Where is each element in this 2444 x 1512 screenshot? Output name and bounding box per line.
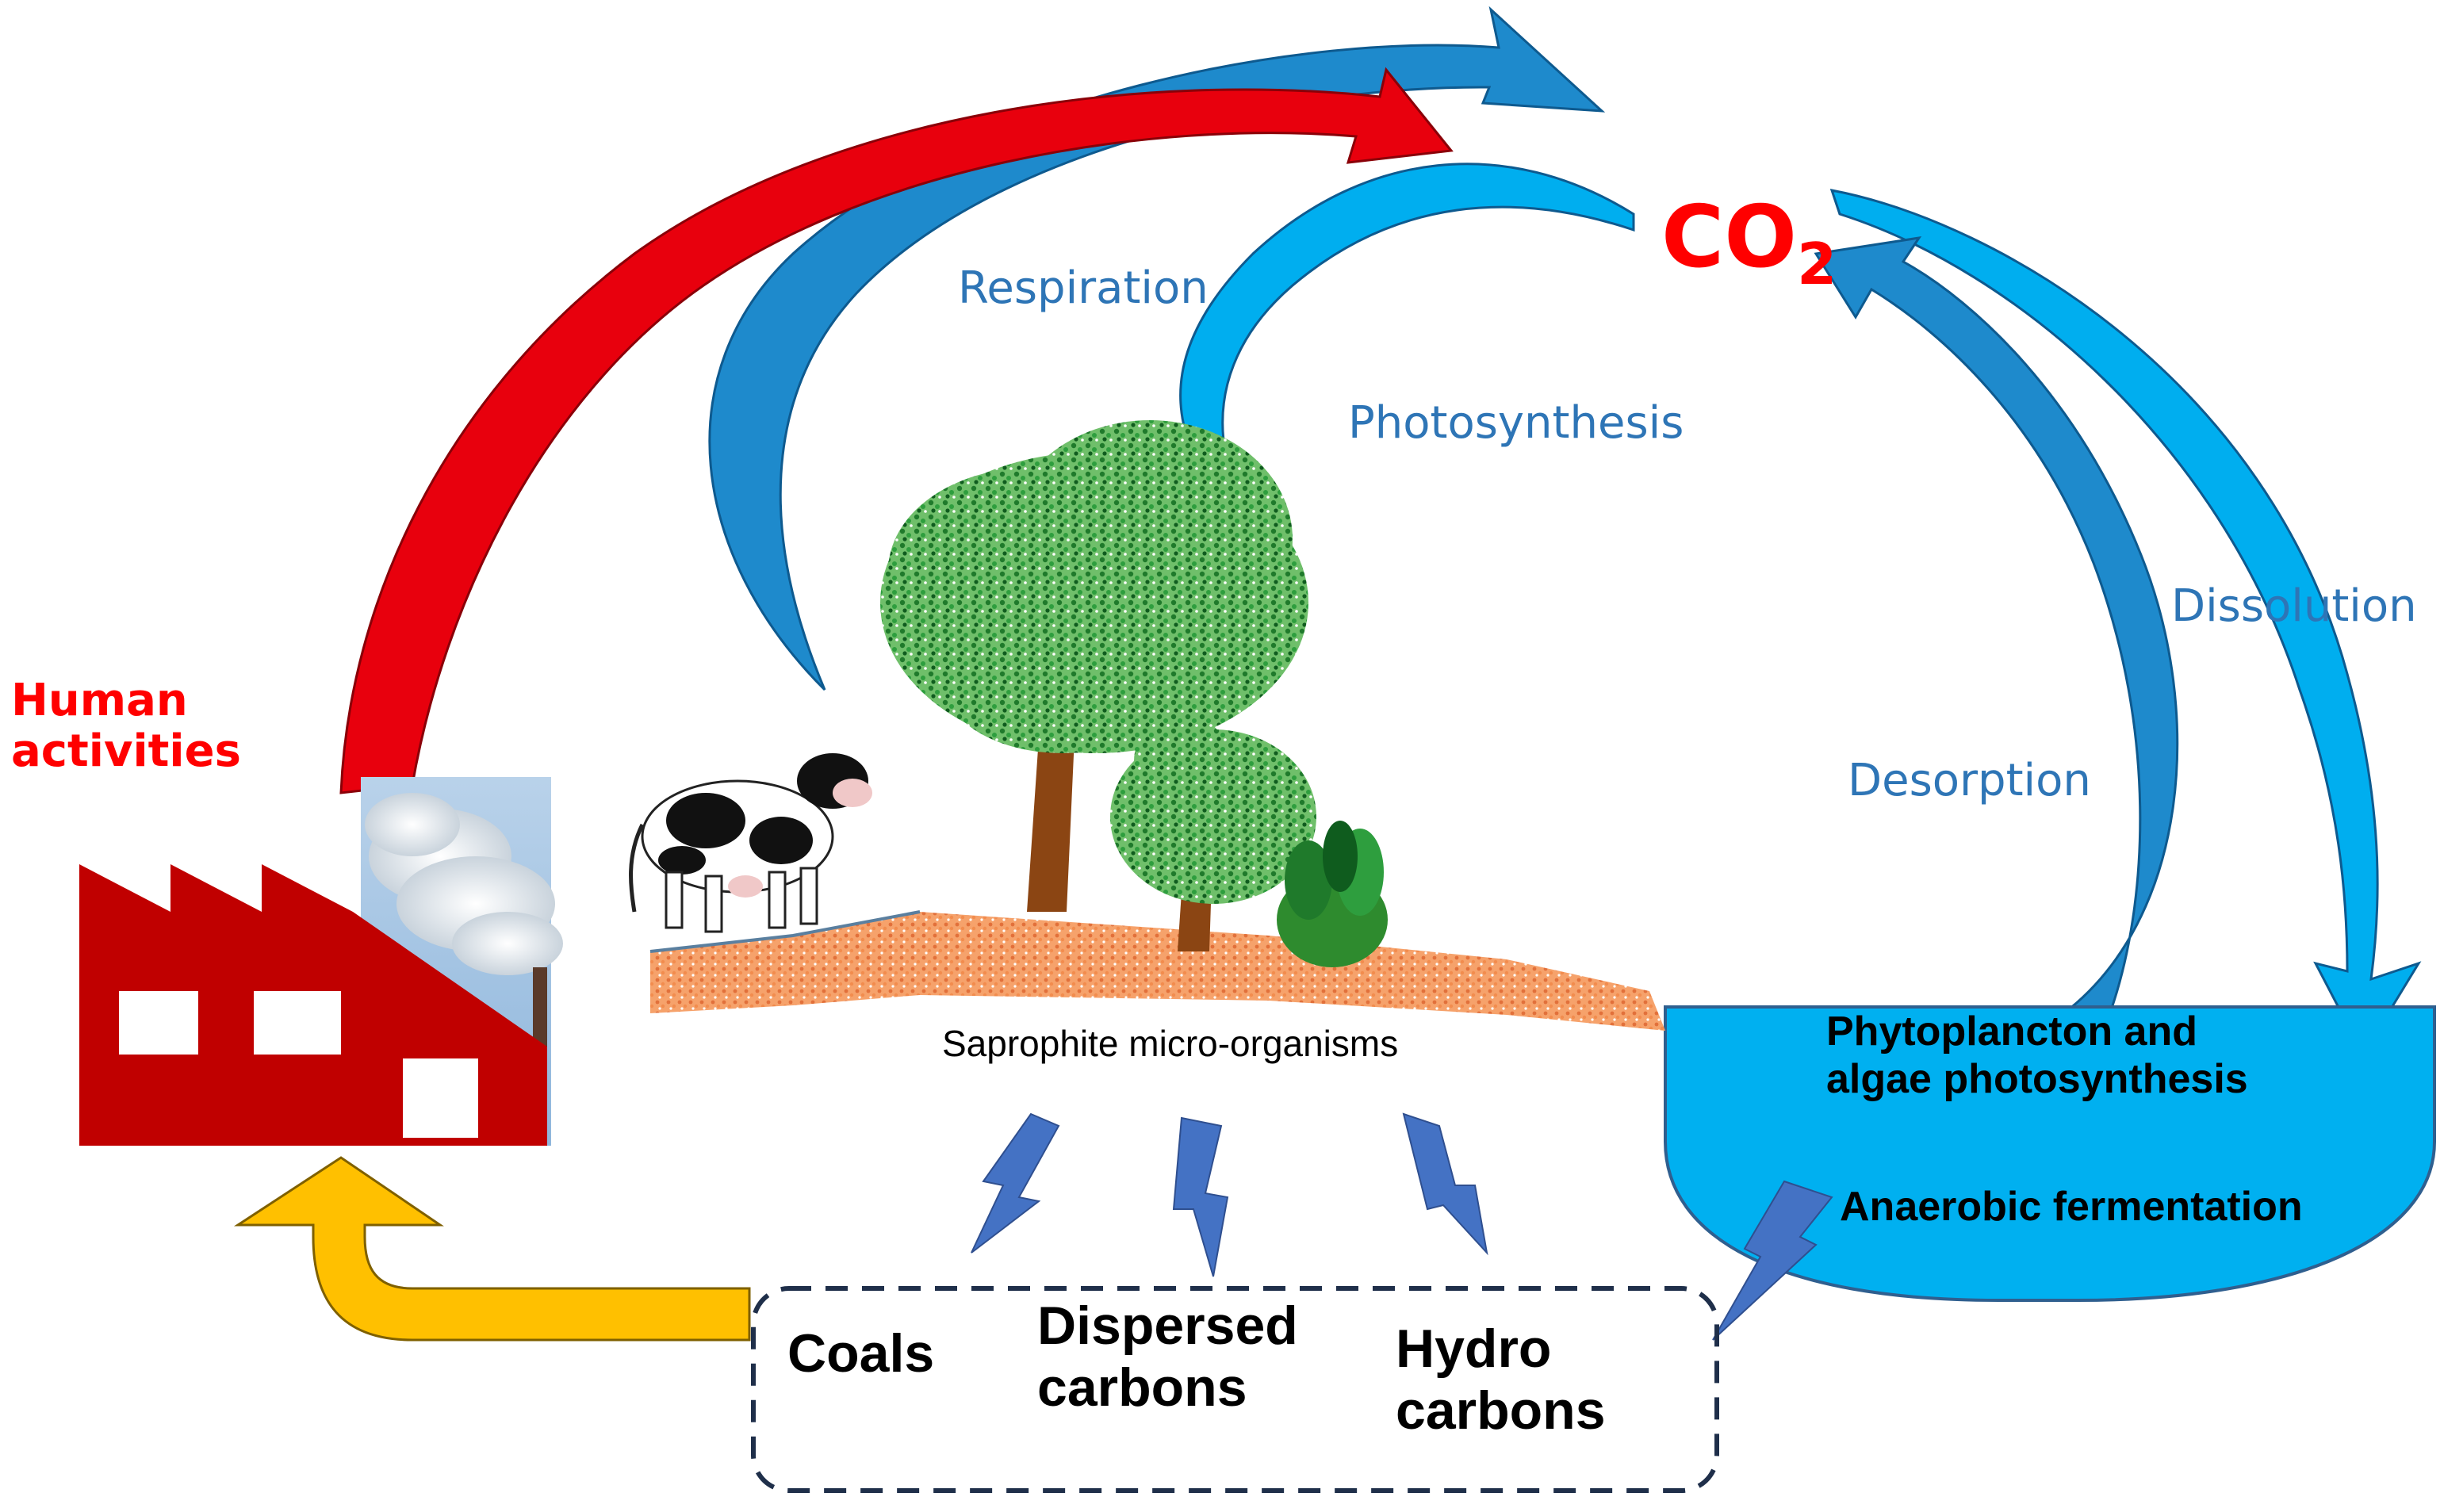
fossil-fuel-arrow — [233, 1156, 751, 1342]
photosynthesis-label: Photosynthesis — [1348, 397, 1684, 449]
shrub-illustration — [1277, 821, 1388, 967]
anaerobic-label: Anaerobic fermentation — [1840, 1184, 2303, 1230]
desorption-label: Desorption — [1848, 755, 2091, 806]
lightning-icon — [1712, 1180, 1833, 1341]
lightning-icon — [1402, 1112, 1488, 1256]
dispersed-carbons-label: Dispersed carbons — [1037, 1295, 1298, 1418]
dissolution-label: Dissolution — [2171, 580, 2417, 632]
lightning-icon — [1172, 1116, 1229, 1277]
hydrocarbons-label: Hydro carbons — [1396, 1318, 1606, 1441]
co2-label: CO2 — [1661, 188, 1837, 297]
hydro-line2: carbons — [1396, 1380, 1606, 1441]
co2-main: CO — [1661, 188, 1798, 287]
human-activities-line1: Human — [11, 675, 188, 726]
phytoplancton-line2: algae photosynthesis — [1826, 1055, 2248, 1102]
tree-illustration — [880, 420, 1316, 951]
human-activities-line2: activities — [11, 725, 241, 778]
ocean-basin — [1664, 1005, 2436, 1302]
human-activities-label: Human activities — [11, 675, 241, 778]
factory-icon — [79, 864, 547, 1146]
phytoplancton-line1: Phytoplancton and — [1826, 1009, 2197, 1055]
saprophite-label: Saprophite micro-organisms — [942, 1023, 1399, 1064]
desorption-arrow — [1814, 235, 2179, 1016]
dispersed-line1: Dispersed — [1037, 1296, 1298, 1356]
cow-illustration — [629, 753, 872, 933]
co2-subscript: 2 — [1797, 231, 1837, 297]
lightning-icon — [971, 1112, 1060, 1254]
coals-label: Coals — [787, 1323, 935, 1384]
phytoplancton-label: Phytoplancton and algae photosynthesis — [1826, 1009, 2248, 1104]
human-emission-arrow — [339, 67, 1454, 794]
fossil-reservoir-box — [751, 1286, 1719, 1493]
soil-ground — [649, 910, 1665, 1031]
respiration-label: Respiration — [958, 262, 1209, 314]
dispersed-line2: carbons — [1037, 1357, 1247, 1418]
hydro-line1: Hydro — [1396, 1319, 1552, 1379]
